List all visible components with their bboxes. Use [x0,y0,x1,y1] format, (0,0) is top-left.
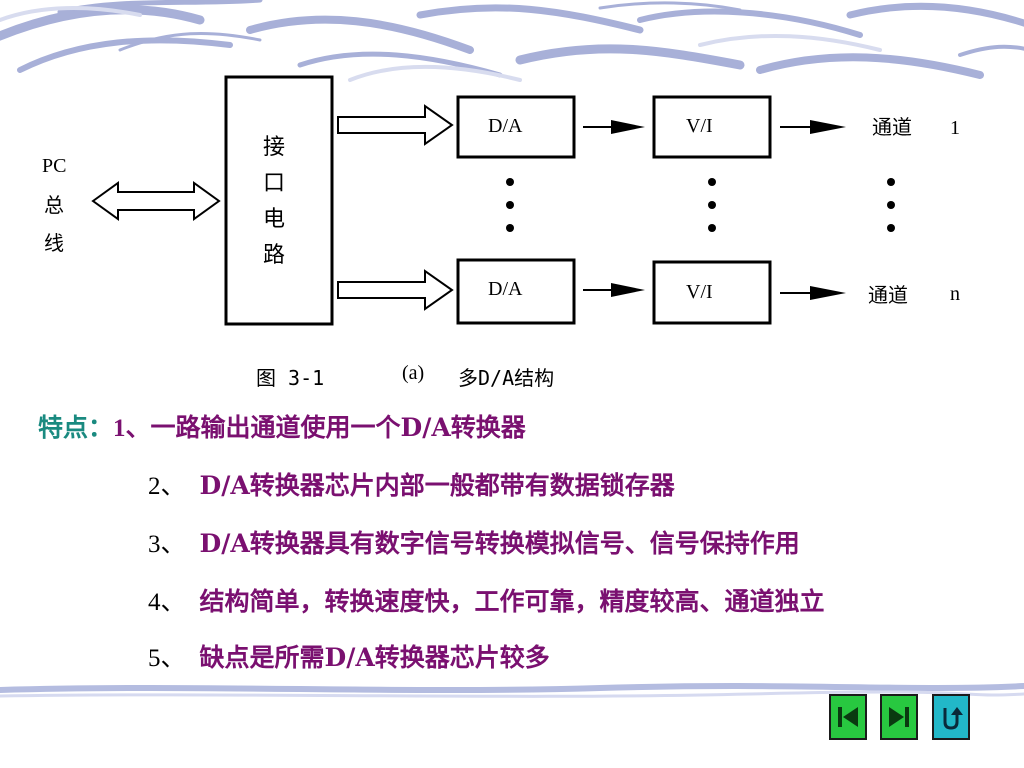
skip-forward-icon [889,707,909,727]
top-vi-to-channel-arrowhead [810,120,846,134]
feature-num-3: 3、 [148,531,186,558]
feature-text-5: 缺点是所需D/A转换器芯片较多 [199,643,550,672]
bottom-decorative-stripe [0,683,1024,698]
interface-circuit-box [224,75,334,326]
bottom-hollow-arrow [337,269,454,311]
bottom-vi-to-channel-arrowhead [810,286,846,300]
feature-item-1: 特点：1、一路输出通道使用一个D/A转换器 [38,408,526,444]
top-channel-index: 1 [950,117,960,139]
bottom-channel-index: n [950,283,960,305]
interface-char-4: 路 [263,242,285,267]
feature-item-5: 5、缺点是所需D/A转换器芯片较多 [148,638,550,674]
feature-num-4: 4、 [148,589,186,616]
feature-item-2: 2、 D/A转换器芯片内部一般都带有数据锁存器 [148,466,675,502]
feature-text-2: D/A转换器芯片内部一般都带有数据锁存器 [199,471,675,500]
previous-slide-button[interactable] [829,694,867,740]
vi-column-ellipsis [708,178,716,232]
pc-bus-label-line3: 线 [44,232,64,255]
top-hollow-arrow [337,104,454,146]
bottom-channel-label: 通道 [868,284,908,307]
top-vi-label: V/I [686,115,713,137]
decorative-banner [0,0,1024,82]
skip-back-icon [838,707,858,727]
feature-num-2: 2、 [148,473,186,500]
feature-text-4: 结构简单，转换速度快，工作可靠，精度较高、通道独立 [199,587,825,616]
pc-bus-label-line2: 总 [44,194,64,217]
interface-char-2: 口 [263,170,285,195]
feature-num-5: 5、 [148,645,186,672]
feature-item-3: 3、 D/A转换器具有数字信号转换模拟信号、信号保持作用 [148,524,800,560]
bottom-da-to-vi-arrowhead [611,283,645,297]
channel-column-ellipsis [887,178,895,232]
figure-title: 多D/A结构 [458,366,555,390]
top-da-box [456,95,576,159]
feature-text-1: 一路输出通道使用一个D/A转换器 [150,413,526,442]
top-vi-box [652,95,772,159]
top-da-to-vi-arrowhead [611,120,645,134]
bottom-vi-label: V/I [686,281,713,303]
top-channel-label: 通道 [872,116,912,139]
figure-part-label: (a) [402,362,425,384]
pc-bus-label-line1: PC [42,155,66,177]
figure-number: 图 3-1 [256,366,325,390]
return-arrow-icon [943,707,963,730]
features-heading: 特点： [38,413,114,442]
feature-text-3: D/A转换器具有数字信号转换模拟信号、信号保持作用 [199,529,800,558]
next-slide-button[interactable] [880,694,918,740]
multi-da-block-diagram: PC 总 线 接 口 电 路 D/A D/A V/I V/I 通道 1 通道 n [42,75,960,326]
interface-char-3: 电 [263,206,285,231]
bottom-vi-box [652,260,772,325]
feature-num-1: 1、 [113,415,151,442]
interface-char-1: 接 [263,134,285,159]
da-column-ellipsis [506,178,514,232]
bottom-da-label: D/A [488,278,523,300]
feature-item-4: 4、结构简单，转换速度快，工作可靠，精度较高、通道独立 [148,582,825,618]
bidirectional-bus-arrow [91,181,221,221]
return-button[interactable] [932,694,970,740]
bottom-da-box [456,258,576,325]
top-da-label: D/A [488,115,523,137]
